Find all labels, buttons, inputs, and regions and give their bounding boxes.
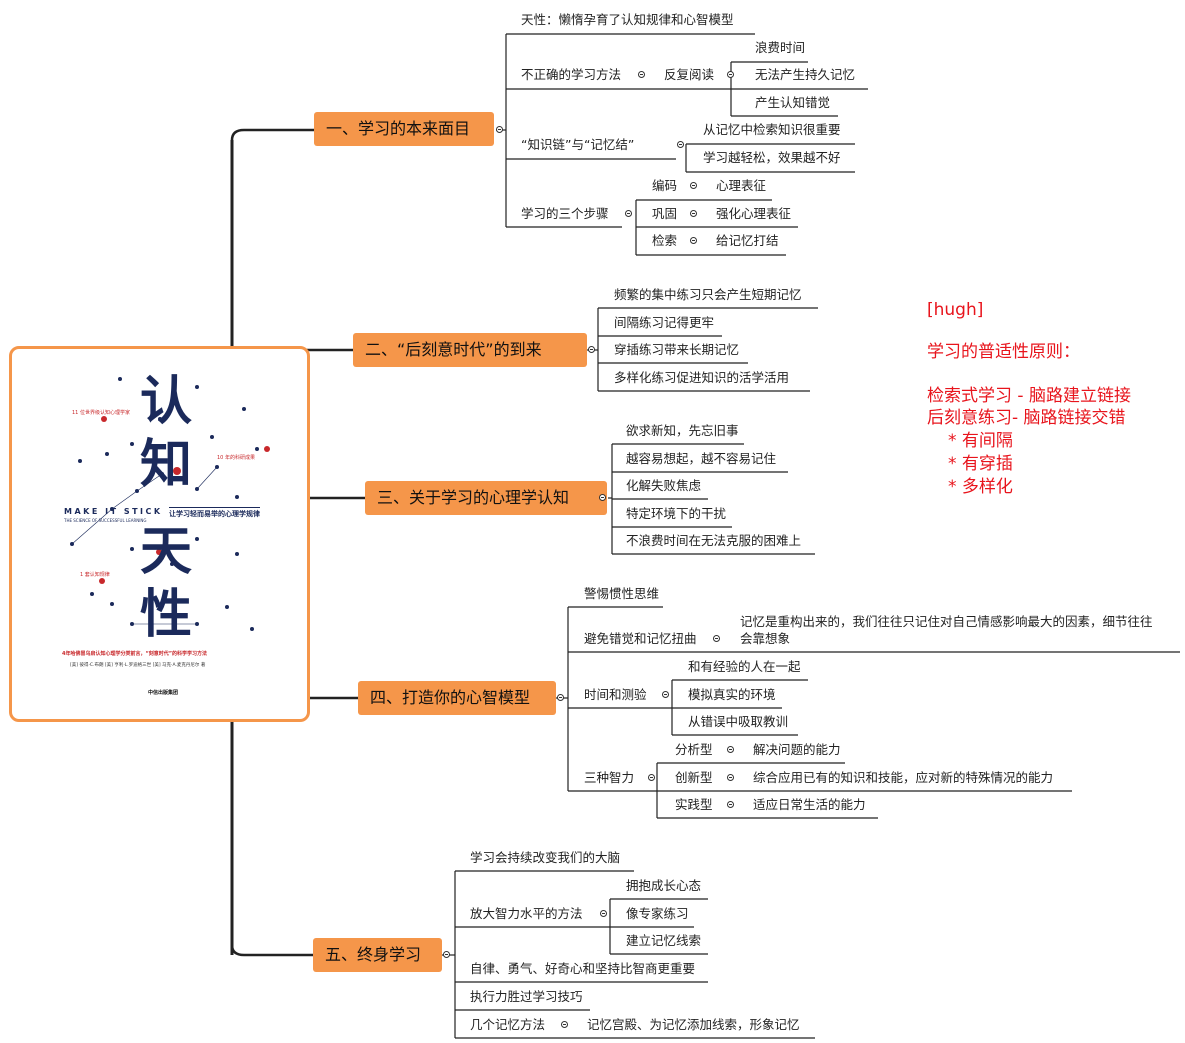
book-authors: [美] 彼得·C.布朗 [美] 亨利·L.罗迪格三世 [美] 马克·A.麦克丹尼… bbox=[70, 663, 206, 668]
b4-node-memory-reconstructed-1: 记忆是重构出来的，我们往往只记住对自己情感影响最大的因素，细节往往 bbox=[740, 614, 1153, 629]
collapse-toggle-icon[interactable] bbox=[496, 126, 503, 133]
b2-item-1: 频繁的集中练习只会产生短期记忆 bbox=[614, 287, 802, 302]
b1-node-no-lasting-memory: 无法产生持久记忆 bbox=[755, 67, 856, 82]
b2-item-3: 穿插练习带来长期记忆 bbox=[614, 342, 740, 357]
b1-node-retrieval-important: 从记忆中检索知识很重要 bbox=[703, 122, 841, 137]
branch-1-title: 一、学习的本来面目 bbox=[314, 112, 494, 146]
collapse-toggle-icon[interactable] bbox=[727, 71, 734, 78]
collapse-toggle-icon[interactable] bbox=[690, 210, 697, 217]
b4-node-avoid-illusion: 避免错觉和记忆扭曲 bbox=[584, 631, 697, 646]
note-line-2: 后刻意练习- 脑路链接交错 bbox=[927, 408, 1126, 428]
collapse-toggle-icon[interactable] bbox=[648, 774, 655, 781]
book-en-title: MAKE IT STICK bbox=[64, 507, 163, 516]
b1-node-tie-knot: 给记忆打结 bbox=[716, 233, 779, 248]
b3-item-1: 欲求新知，先忘旧事 bbox=[626, 423, 739, 438]
book-cn-subtitle: 让学习轻而易举的心理学规律 bbox=[169, 507, 260, 519]
b1-node-mental-rep: 心理表征 bbox=[716, 178, 767, 193]
b5-node-discipline: 自律、勇气、好奇心和坚持比智商更重要 bbox=[470, 961, 696, 976]
book-cover-art bbox=[70, 377, 270, 631]
book-publisher: 中信出版集团 bbox=[148, 690, 179, 696]
note-bullet-3: * 多样化 bbox=[948, 477, 1013, 497]
b4-node-learn-mistakes: 从错误中吸取教训 bbox=[688, 714, 789, 729]
b5-node-growth-mindset: 拥抱成长心态 bbox=[626, 878, 702, 893]
collapse-toggle-icon[interactable] bbox=[677, 141, 684, 148]
b4-node-analytical-desc: 解决问题的能力 bbox=[753, 742, 841, 757]
b4-node-time-test: 时间和测验 bbox=[584, 687, 647, 702]
b1-node-knowledge-chain: “知识链”与“记忆结” bbox=[521, 137, 635, 152]
note-heading: 学习的普适性原则： bbox=[927, 342, 1080, 362]
b1-node-three-steps: 学习的三个步骤 bbox=[521, 206, 609, 221]
b1-node-illusion: 产生认知错觉 bbox=[755, 95, 831, 110]
branch-5-title: 五、终身学习 bbox=[313, 938, 442, 972]
b4-node-experienced: 和有经验的人在一起 bbox=[688, 659, 801, 674]
branch-3-title: 三、关于学习的心理学认知 bbox=[365, 481, 607, 515]
b4-node-creative: 创新型 bbox=[675, 770, 713, 785]
b5-node-memory-cues: 建立记忆线索 bbox=[626, 933, 702, 948]
b1-node-encode: 编码 bbox=[652, 178, 678, 193]
b5-node-memory-palace: 记忆宫殿、为记忆添加线索，形象记忆 bbox=[587, 1017, 800, 1032]
b5-node-memory-methods: 几个记忆方法 bbox=[470, 1017, 546, 1032]
collapse-toggle-icon[interactable] bbox=[557, 694, 564, 701]
b1-node-nature: 天性：懒惰孕育了认知规律和心智模型 bbox=[521, 12, 734, 27]
b3-item-3: 化解失败焦虑 bbox=[626, 478, 702, 493]
book-title-char-2: 知 bbox=[140, 435, 193, 495]
book-title-char-3: 天 bbox=[140, 522, 193, 582]
note-bullet-1: * 有间隔 bbox=[948, 431, 1013, 451]
b1-node-rereading: 反复阅读 bbox=[664, 67, 715, 82]
book-annotation-2: 10 年的科研成果 bbox=[217, 455, 255, 461]
b4-node-inertia: 警惕惯性思维 bbox=[584, 586, 660, 601]
branch-2-title: 二、“后刻意时代”的到来 bbox=[353, 333, 587, 367]
book-annotation-3: 1 套认知规律 bbox=[80, 572, 110, 578]
note-line-1: 检索式学习 - 脑路建立链接 bbox=[927, 386, 1131, 406]
b3-item-5: 不浪费时间在无法克服的困难上 bbox=[626, 533, 802, 548]
b5-node-change-brain: 学习会持续改变我们的大脑 bbox=[470, 850, 621, 865]
b1-node-waste-time: 浪费时间 bbox=[755, 40, 806, 55]
collapse-toggle-icon[interactable] bbox=[662, 691, 669, 698]
b2-item-4: 多样化练习促进知识的活学活用 bbox=[614, 370, 790, 385]
collapse-toggle-icon[interactable] bbox=[727, 801, 734, 808]
collapse-toggle-icon[interactable] bbox=[690, 182, 697, 189]
b4-node-analytical: 分析型 bbox=[675, 742, 713, 757]
b1-node-consolidate: 巩固 bbox=[652, 206, 678, 221]
book-en-subtitle: THE SCIENCE OF SUCCESSFUL LEARNING bbox=[64, 518, 147, 523]
b1-node-wrong-method: 不正确的学习方法 bbox=[521, 67, 622, 82]
b4-node-three-intelligence: 三种智力 bbox=[584, 770, 635, 785]
collapse-toggle-icon[interactable] bbox=[625, 210, 632, 217]
b5-node-execution: 执行力胜过学习技巧 bbox=[470, 989, 583, 1004]
b4-node-simulate: 模拟真实的环境 bbox=[688, 687, 776, 702]
collapse-toggle-icon[interactable] bbox=[690, 237, 697, 244]
collapse-toggle-icon[interactable] bbox=[638, 71, 645, 78]
b5-node-practice-expert: 像专家练习 bbox=[626, 906, 689, 921]
book-tagline: 4年哈佛冒乌启认知心理学分类前言，“刻意时代”的科学学习方法 bbox=[62, 651, 208, 657]
collapse-toggle-icon[interactable] bbox=[727, 746, 734, 753]
collapse-toggle-icon[interactable] bbox=[599, 494, 606, 501]
collapse-toggle-icon[interactable] bbox=[588, 346, 595, 353]
note-tag: [hugh] bbox=[927, 300, 984, 320]
b1-node-strengthen: 强化心理表征 bbox=[716, 206, 792, 221]
b2-item-2: 间隔练习记得更牢 bbox=[614, 315, 715, 330]
collapse-toggle-icon[interactable] bbox=[443, 951, 450, 958]
b4-node-practical: 实践型 bbox=[675, 797, 713, 812]
collapse-toggle-icon[interactable] bbox=[727, 774, 734, 781]
book-annotation-1: 11 位世界级认知心理学家 bbox=[72, 410, 130, 416]
collapse-toggle-icon[interactable] bbox=[561, 1021, 568, 1028]
b4-node-creative-desc: 综合应用已有的知识和技能，应对新的特殊情况的能力 bbox=[753, 770, 1054, 785]
book-title-char-1: 认 bbox=[140, 372, 193, 432]
collapse-toggle-icon[interactable] bbox=[600, 910, 607, 917]
collapse-toggle-icon[interactable] bbox=[713, 635, 720, 642]
b4-node-practical-desc: 适应日常生活的能力 bbox=[753, 797, 866, 812]
book-title-char-4: 性 bbox=[140, 585, 193, 645]
b1-node-easier-worse: 学习越轻松，效果越不好 bbox=[703, 150, 841, 165]
branch-4-title: 四、打造你的心智模型 bbox=[358, 681, 556, 715]
b3-item-2: 越容易想起，越不容易记住 bbox=[626, 451, 777, 466]
b4-node-memory-reconstructed-2: 会靠想象 bbox=[740, 631, 791, 646]
b3-item-4: 特定环境下的干扰 bbox=[626, 506, 727, 521]
b5-node-amplify: 放大智力水平的方法 bbox=[470, 906, 583, 921]
b1-node-retrieve: 检索 bbox=[652, 233, 678, 248]
note-bullet-2: * 有穿插 bbox=[948, 454, 1013, 474]
book-cover: 11 位世界级认知心理学家 10 年的科研成果 1 套认知规律 认 知 天 性 … bbox=[9, 346, 310, 722]
